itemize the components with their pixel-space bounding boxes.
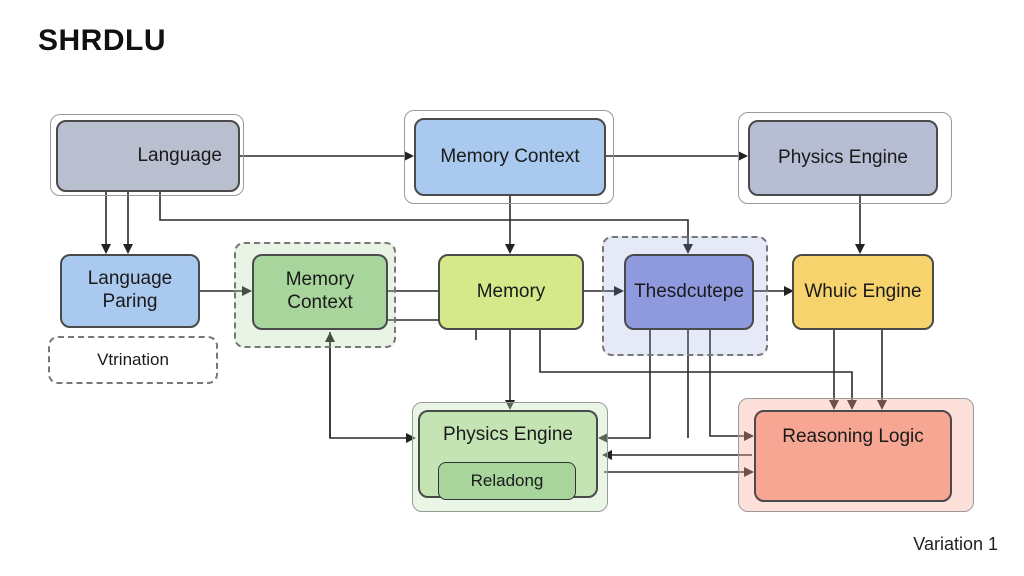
node-memory-context-mid-label: Memory Context [285, 269, 355, 313]
node-memory-label: Memory [476, 280, 546, 302]
node-reasoning-logic[interactable]: Reasoning Logic [754, 410, 952, 502]
node-language-label: Language [137, 144, 222, 166]
node-thesdcutepe[interactable]: Thesdcutepe [624, 254, 754, 330]
halo-memory-context-top [404, 110, 614, 204]
node-vtrination-label: Vtrination [97, 350, 169, 369]
node-whuic-engine[interactable]: Whuic Engine [792, 254, 934, 330]
node-language-parsing[interactable]: Language Paring [60, 254, 200, 328]
variation-caption: Variation 1 [913, 534, 998, 554]
node-physics-engine-bottom-label: Physics Engine [443, 424, 573, 445]
node-reladong-label: Reladong [470, 471, 544, 490]
node-reladong[interactable]: Reladong [438, 462, 576, 500]
node-thesdcutepe-label: Thesdcutepe [634, 280, 744, 302]
wire-memory-to-reasoning [539, 330, 857, 410]
node-physics-engine-top-label: Physics Engine [778, 146, 908, 168]
node-memory-context-top-label: Memory Context [440, 145, 580, 167]
node-reasoning-logic-label: Reasoning Logic [782, 426, 924, 447]
node-memory-context-mid[interactable]: Memory Context [252, 254, 388, 330]
node-vtrination[interactable]: Vtrination [48, 336, 218, 384]
halo-physics-top [738, 112, 952, 204]
wire-thesdcutepe-left [598, 320, 651, 443]
diagram-title: SHRDLU [38, 24, 166, 57]
halo-language [50, 114, 244, 196]
node-memory[interactable]: Memory [438, 254, 584, 330]
node-language[interactable]: Language [56, 120, 240, 192]
node-memory-context-top[interactable]: Memory Context [414, 118, 606, 196]
node-physics-engine-top[interactable]: Physics Engine [748, 120, 938, 196]
node-whuic-engine-label: Whuic Engine [804, 280, 922, 302]
node-language-parsing-label: Language Paring [87, 268, 173, 312]
